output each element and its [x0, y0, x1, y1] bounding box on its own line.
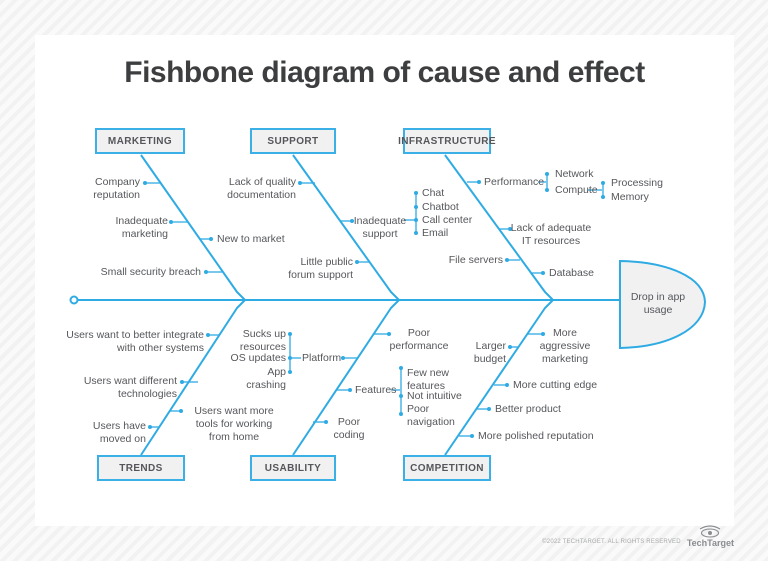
- cause-label-inadequate-support: Inadequate support: [353, 215, 407, 240]
- cause-label-lack-of-quality-documentation: Lack of quality documentation: [227, 176, 296, 201]
- cause-label-more-cutting-edge: More cutting edge: [513, 379, 598, 391]
- spine-start-circle: [69, 295, 79, 305]
- cause-label-file-servers: File servers: [448, 254, 503, 266]
- category-label: INFRASTRUCTURE: [398, 135, 496, 147]
- category-label: SUPPORT: [267, 135, 319, 147]
- connector-lines: [145, 174, 604, 437]
- marketing-branch-line: [140, 154, 246, 301]
- diagram-card: [35, 35, 734, 526]
- cause-label-larger-budget: Larger budget: [473, 340, 506, 365]
- cause-label-more-polished-reputation: More polished reputation: [478, 430, 594, 442]
- cause-label-users-want-different-technologies: Users want different technologies: [83, 375, 177, 400]
- competition-branch-line: [444, 299, 554, 456]
- subcause-label-network: Network: [555, 168, 594, 180]
- subcause-label-app-crashing: App crashing: [246, 366, 286, 391]
- category-box-usability: USABILITY: [250, 455, 336, 481]
- subcause-label-few-new-features: Few new features: [407, 367, 450, 392]
- subcause-label-compute: Compute: [555, 184, 598, 196]
- techtarget-logo: TechTarget: [687, 524, 734, 548]
- subcause-label-chat: Chat: [422, 187, 445, 199]
- cause-label-company-reputation: Company reputation: [93, 176, 140, 201]
- cause-label-users-have-moved-on: Users have moved on: [92, 420, 146, 445]
- page-title: Fishbone diagram of cause and effect: [124, 56, 645, 89]
- subcause-label-os-updates: OS updates: [230, 352, 286, 364]
- category-box-trends: TRENDS: [97, 455, 185, 481]
- spine: [69, 295, 621, 305]
- category-box-marketing: MARKETING: [95, 128, 185, 154]
- cause-label-database: Database: [549, 267, 594, 279]
- footer: ©2022 TECHTARGET. ALL RIGHTS RESERVED Te…: [542, 524, 734, 548]
- cause-label-users-want-more-tools: Users want more tools for working from h…: [194, 405, 274, 443]
- techtarget-eye-icon: [700, 525, 721, 538]
- subcause-label-poor-navigation: Poor navigation: [407, 403, 455, 428]
- copyright-text: ©2022 TECHTARGET. ALL RIGHTS RESERVED: [542, 539, 681, 545]
- cause-label-little-public-forum-support: Little public forum support: [288, 256, 353, 281]
- category-box-infrastructure: INFRASTRUCTURE: [398, 128, 496, 154]
- cause-label-more-aggressive-marketing: More aggressive marketing: [539, 327, 591, 365]
- infrastructure-branch-line: [444, 154, 554, 301]
- cause-label-better-product: Better product: [495, 403, 561, 415]
- subcause-label-sucks-up-resources: Sucks up resources: [239, 328, 286, 353]
- cause-label-inadequate-marketing: Inadequate marketing: [115, 215, 168, 240]
- trends-branch-line: [140, 299, 246, 456]
- subcause-label-processing: Processing: [611, 177, 663, 189]
- cause-label-users-want-to-better-integrate: Users want to better integrate with othe…: [66, 329, 204, 354]
- cause-label-small-security-breach: Small security breach: [100, 266, 201, 278]
- category-label: TRENDS: [119, 462, 163, 474]
- effect-label: Drop in app usage: [630, 291, 686, 316]
- cause-label-platform: Platform: [302, 352, 342, 364]
- usability-branch-line: [292, 299, 400, 456]
- cause-label-lack-of-adequate-it-resources: Lack of adequate IT resources: [510, 222, 592, 247]
- category-box-support: SUPPORT: [250, 128, 336, 154]
- category-box-competition: COMPETITION: [403, 455, 491, 481]
- subcause-label-call-center: Call center: [422, 214, 473, 226]
- brand-text: TechTarget: [686, 538, 734, 548]
- subcause-label-chatbot: Chatbot: [422, 201, 459, 213]
- category-label: USABILITY: [264, 462, 322, 474]
- cause-label-performance: Performance: [484, 176, 545, 188]
- cause-label-poor-coding: Poor coding: [333, 416, 365, 441]
- subcause-label-memory: Memory: [611, 191, 649, 203]
- subcause-label-email: Email: [422, 227, 449, 239]
- support-branch-line: [292, 154, 400, 301]
- fish-head-shape: [619, 259, 707, 350]
- branch-lines: [140, 154, 554, 456]
- cause-label-new-to-market: New to market: [217, 233, 285, 245]
- subcause-label-not-intuitive: Not intuitive: [407, 390, 462, 402]
- category-label: MARKETING: [107, 135, 173, 147]
- connector-dots: [143, 172, 605, 438]
- cause-label-features: Features: [355, 384, 397, 396]
- category-label: COMPETITION: [410, 462, 484, 474]
- cause-label-poor-performance: Poor performance: [389, 327, 449, 352]
